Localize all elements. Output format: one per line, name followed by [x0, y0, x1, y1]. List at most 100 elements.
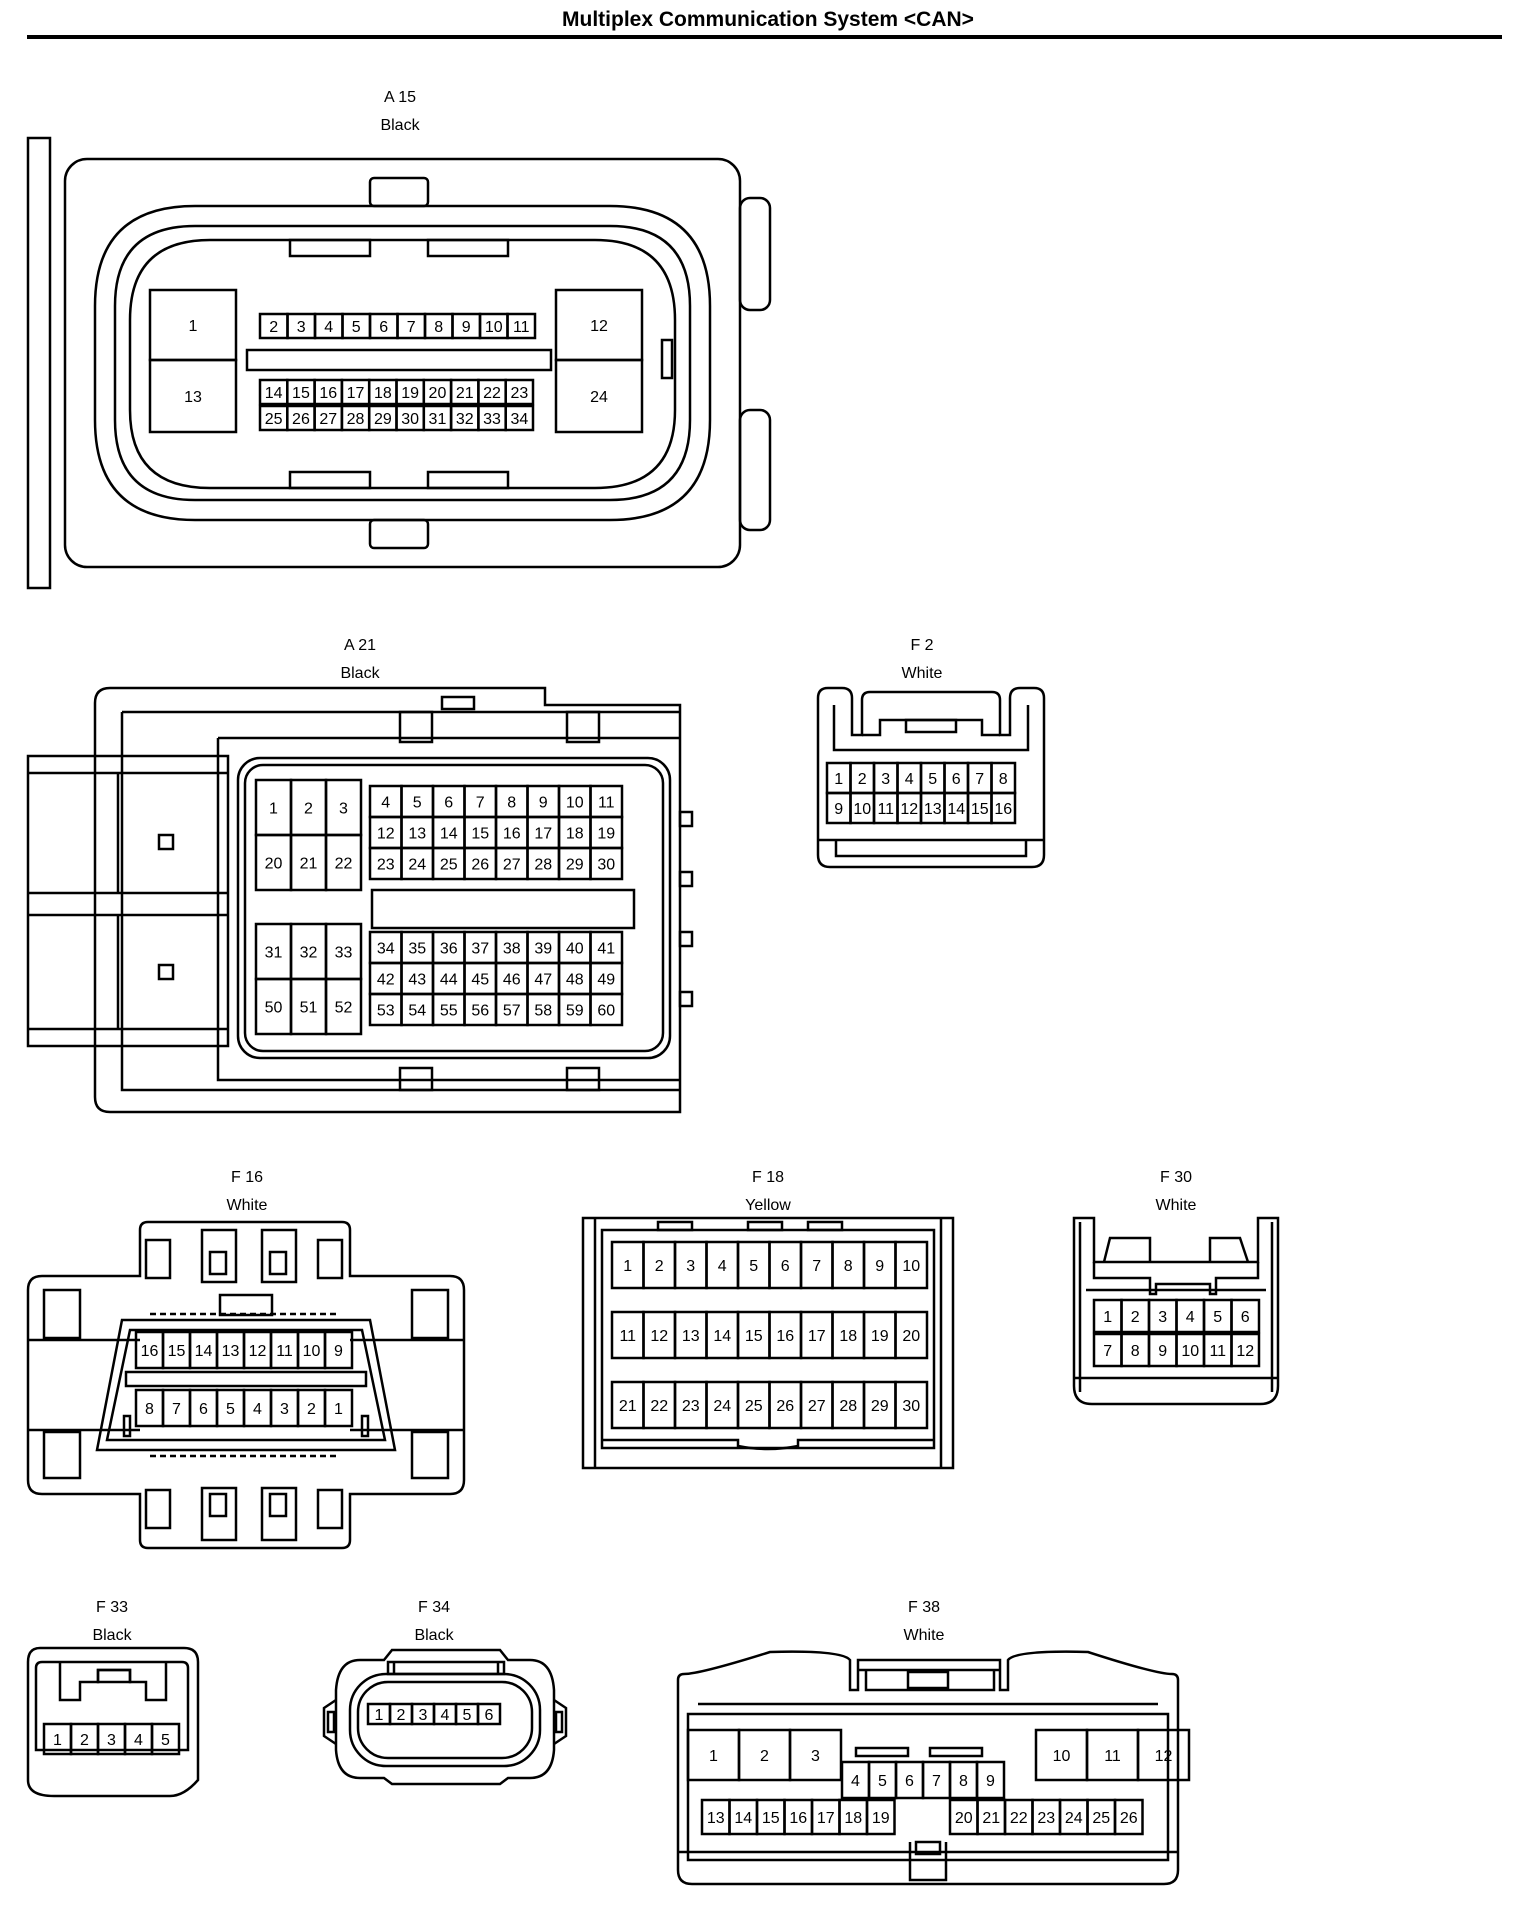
pin-number: 8: [999, 771, 1008, 788]
pin-number: 5: [749, 1258, 758, 1275]
pin-number: 7: [812, 1258, 821, 1275]
pin-number: 33: [483, 411, 501, 428]
pin-number: 19: [597, 826, 615, 843]
pin-number: 46: [503, 972, 521, 989]
pin-number: 15: [971, 801, 989, 818]
pin-number: 7: [932, 1773, 941, 1790]
pin-number: 28: [839, 1398, 857, 1415]
pin-number: 4: [134, 1732, 143, 1749]
pin-cell: [1230, 1298, 1261, 1334]
pin-number: 9: [986, 1773, 995, 1790]
pin-number: 42: [377, 972, 395, 989]
pin-cell: [554, 358, 644, 434]
pin-number: 4: [441, 1707, 450, 1724]
connector-code: F 33: [95, 1599, 128, 1616]
pin-number: 35: [408, 941, 426, 958]
pin-cell: [504, 404, 535, 432]
pin-number: 49: [597, 972, 615, 989]
pin-number: 21: [982, 1810, 1000, 1827]
pin-number: 7: [407, 319, 416, 336]
pin-number: 13: [184, 389, 202, 406]
pin-number: 24: [1065, 1810, 1083, 1827]
pin-cell: [476, 1702, 502, 1726]
pin-number: 11: [1104, 1748, 1121, 1765]
pin-number: 11: [598, 795, 615, 812]
pin-number: 23: [510, 385, 528, 402]
connector-color: Yellow: [745, 1197, 791, 1214]
pin-number: 24: [408, 857, 426, 874]
connector-code: A 21: [343, 637, 377, 654]
pin-number: 11: [619, 1328, 636, 1345]
pin-cell: [504, 378, 535, 406]
pin-cell: [506, 312, 537, 340]
pin-number: 16: [141, 1343, 159, 1360]
pin-number: 14: [947, 801, 965, 818]
pin-number: 15: [292, 385, 310, 402]
pin-number: 15: [471, 826, 489, 843]
pin-number: 18: [839, 1328, 857, 1345]
pin-number: 2: [269, 319, 278, 336]
pin-number: 31: [429, 411, 447, 428]
connector-code: A 15: [383, 89, 417, 106]
pin-number: 13: [707, 1810, 725, 1827]
pin-number: 12: [1236, 1343, 1254, 1360]
pin-number: 16: [789, 1810, 807, 1827]
pin-number: 22: [650, 1398, 668, 1415]
pin-number: 17: [347, 385, 365, 402]
pin-number: 30: [902, 1398, 920, 1415]
pin-number: 1: [189, 318, 198, 335]
pin-number: 38: [503, 941, 521, 958]
pin-number: 13: [222, 1343, 240, 1360]
pin-number: 5: [878, 1773, 887, 1790]
pin-number: 36: [440, 941, 458, 958]
pin-number: 6: [905, 1773, 914, 1790]
pin-number: 57: [503, 1003, 521, 1020]
pin-number: 23: [377, 857, 395, 874]
pin-number: 11: [877, 801, 894, 818]
pin-number: 1: [269, 801, 278, 818]
connector-code: F 38: [907, 1599, 940, 1616]
pin-number: 9: [334, 1343, 343, 1360]
pin-number: 19: [872, 1810, 890, 1827]
pin-number: 13: [924, 801, 942, 818]
pin-number: 52: [335, 1000, 353, 1017]
pin-number: 21: [619, 1398, 637, 1415]
pin-number: 45: [471, 972, 489, 989]
pin-number: 7: [975, 771, 984, 788]
pin-number: 2: [80, 1732, 89, 1749]
pin-number: 18: [844, 1810, 862, 1827]
pin-number: 2: [304, 801, 313, 818]
pin-number: 5: [413, 795, 422, 812]
pin-number: 9: [462, 319, 471, 336]
pin-number: 28: [534, 857, 552, 874]
pin-number: 19: [401, 385, 419, 402]
pin-number: 9: [1158, 1343, 1167, 1360]
pin-cell: [589, 846, 624, 881]
connector-color: White: [903, 1627, 945, 1644]
pin-number: 23: [682, 1398, 700, 1415]
pin-number: 14: [440, 826, 458, 843]
pin-number: 2: [655, 1258, 664, 1275]
pin-number: 22: [335, 856, 353, 873]
pin-number: 6: [444, 795, 453, 812]
pin-number: 26: [1120, 1810, 1138, 1827]
pin-number: 24: [713, 1398, 731, 1415]
pin-number: 12: [1155, 1748, 1173, 1765]
pin-number: 11: [1209, 1343, 1226, 1360]
connector-code: F 34: [417, 1599, 450, 1616]
pin-number: 2: [1131, 1309, 1140, 1326]
pin-number: 20: [265, 856, 283, 873]
pin-number: 14: [195, 1343, 213, 1360]
pin-number: 27: [319, 411, 337, 428]
pin-cell: [788, 1728, 843, 1782]
pin-number: 9: [875, 1258, 884, 1275]
pin-number: 16: [319, 385, 337, 402]
connector-code: F 16: [230, 1169, 263, 1186]
pin-number: 9: [834, 801, 843, 818]
